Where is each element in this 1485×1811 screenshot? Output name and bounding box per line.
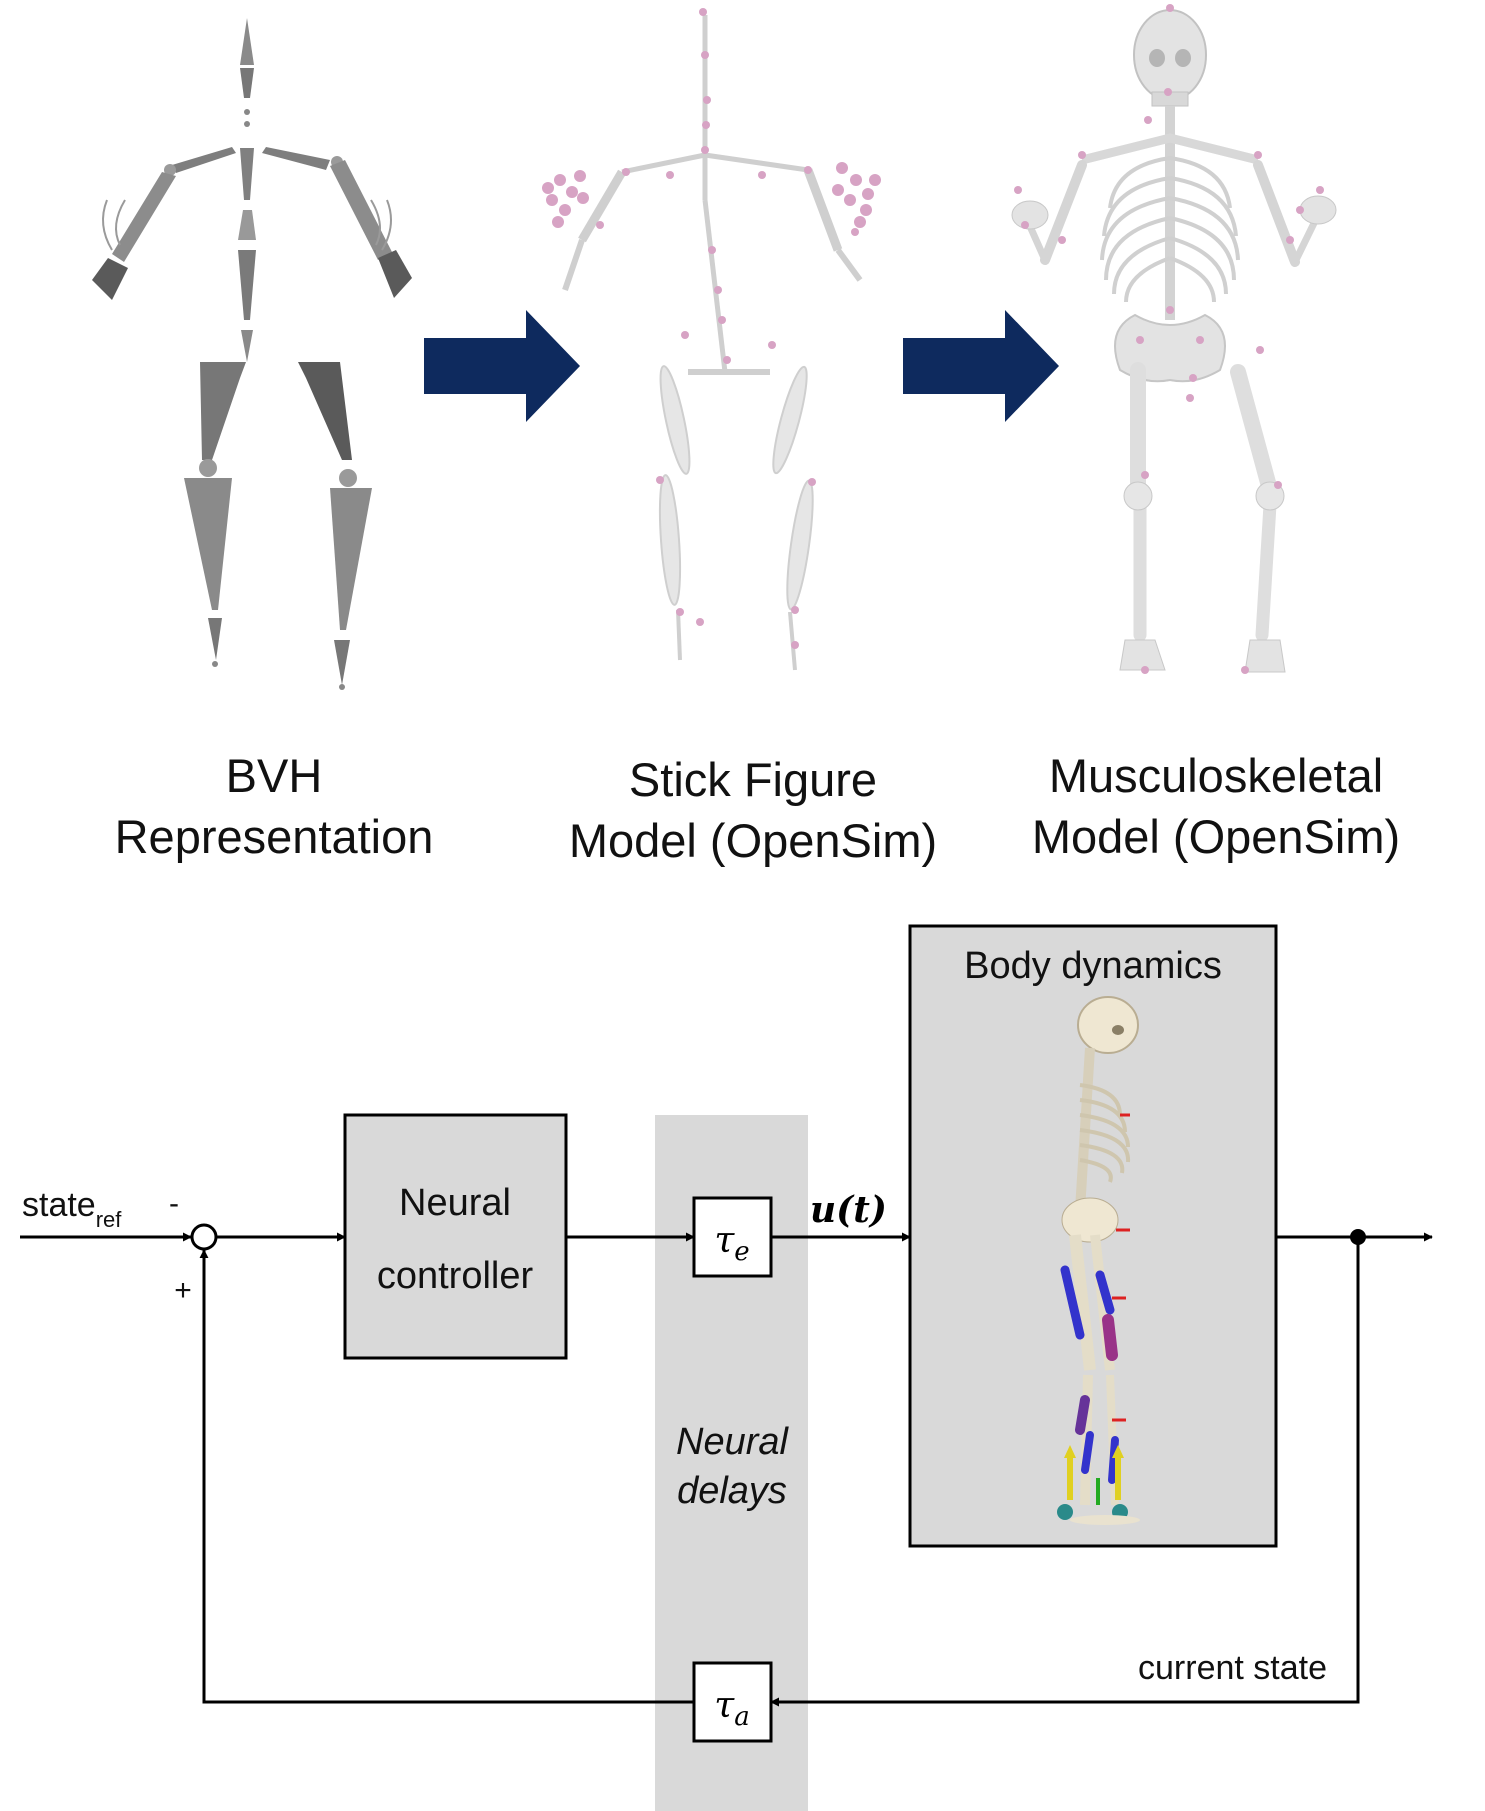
signal-wires	[20, 1232, 1433, 1707]
caption-musculoskeletal: Musculoskeletal Model (OpenSim)	[1032, 749, 1400, 863]
body-dynamics-title: Body dynamics	[964, 945, 1222, 987]
neural-controller-line2: controller	[377, 1255, 534, 1297]
tau-a-symbol: τa	[714, 1685, 749, 1732]
caption-muscle-line1: Musculoskeletal	[1049, 749, 1383, 802]
caption-bvh-line2: Representation	[115, 810, 434, 863]
body-dynamics-model-image	[1057, 996, 1140, 1525]
tau-e-subscript: e	[734, 1237, 749, 1267]
plus-sign: +	[174, 1274, 192, 1307]
caption-stick-line2: Model (OpenSim)	[569, 814, 937, 867]
caption-bvh: BVH Representation	[115, 749, 434, 863]
tau-e-symbol: τe	[714, 1220, 749, 1267]
stick-figure-markers	[542, 8, 881, 649]
neural-delays-label-line2: delays	[677, 1470, 787, 1512]
bvh-skeleton-figure	[92, 18, 412, 690]
feedback-branch-point	[1350, 1229, 1366, 1245]
afferent-delay-block	[692, 1661, 773, 1743]
caption-muscle-line2: Model (OpenSim)	[1032, 810, 1400, 863]
musculoskeletal-model	[1011, 4, 1337, 674]
summing-junction	[190, 1223, 218, 1251]
caption-bvh-line1: BVH	[226, 749, 323, 802]
input-state-text: state	[22, 1186, 96, 1224]
arrow-stick-to-muscle	[903, 310, 1059, 422]
minus-sign: -	[169, 1187, 179, 1220]
input-ref-subscript: ref	[96, 1207, 123, 1232]
efferent-delay-block	[692, 1196, 773, 1278]
control-signal-u-label: u(t)	[810, 1189, 887, 1231]
caption-stick-figure: Stick Figure Model (OpenSim)	[569, 753, 937, 867]
neural-controller-line1: Neural	[399, 1182, 511, 1224]
current-state-label: current state	[1138, 1649, 1327, 1687]
neural-delays-label-line1: Neural	[676, 1421, 789, 1463]
stick-figure-model	[562, 15, 863, 671]
input-state-ref-label: stateref	[22, 1186, 122, 1232]
caption-stick-line1: Stick Figure	[629, 753, 877, 806]
neural-controller-block	[343, 1113, 568, 1360]
arrow-bvh-to-stick	[424, 310, 580, 422]
tau-a-base: τ	[714, 1685, 735, 1726]
tau-a-subscript: a	[734, 1702, 750, 1732]
tau-e-base: τ	[714, 1220, 735, 1261]
